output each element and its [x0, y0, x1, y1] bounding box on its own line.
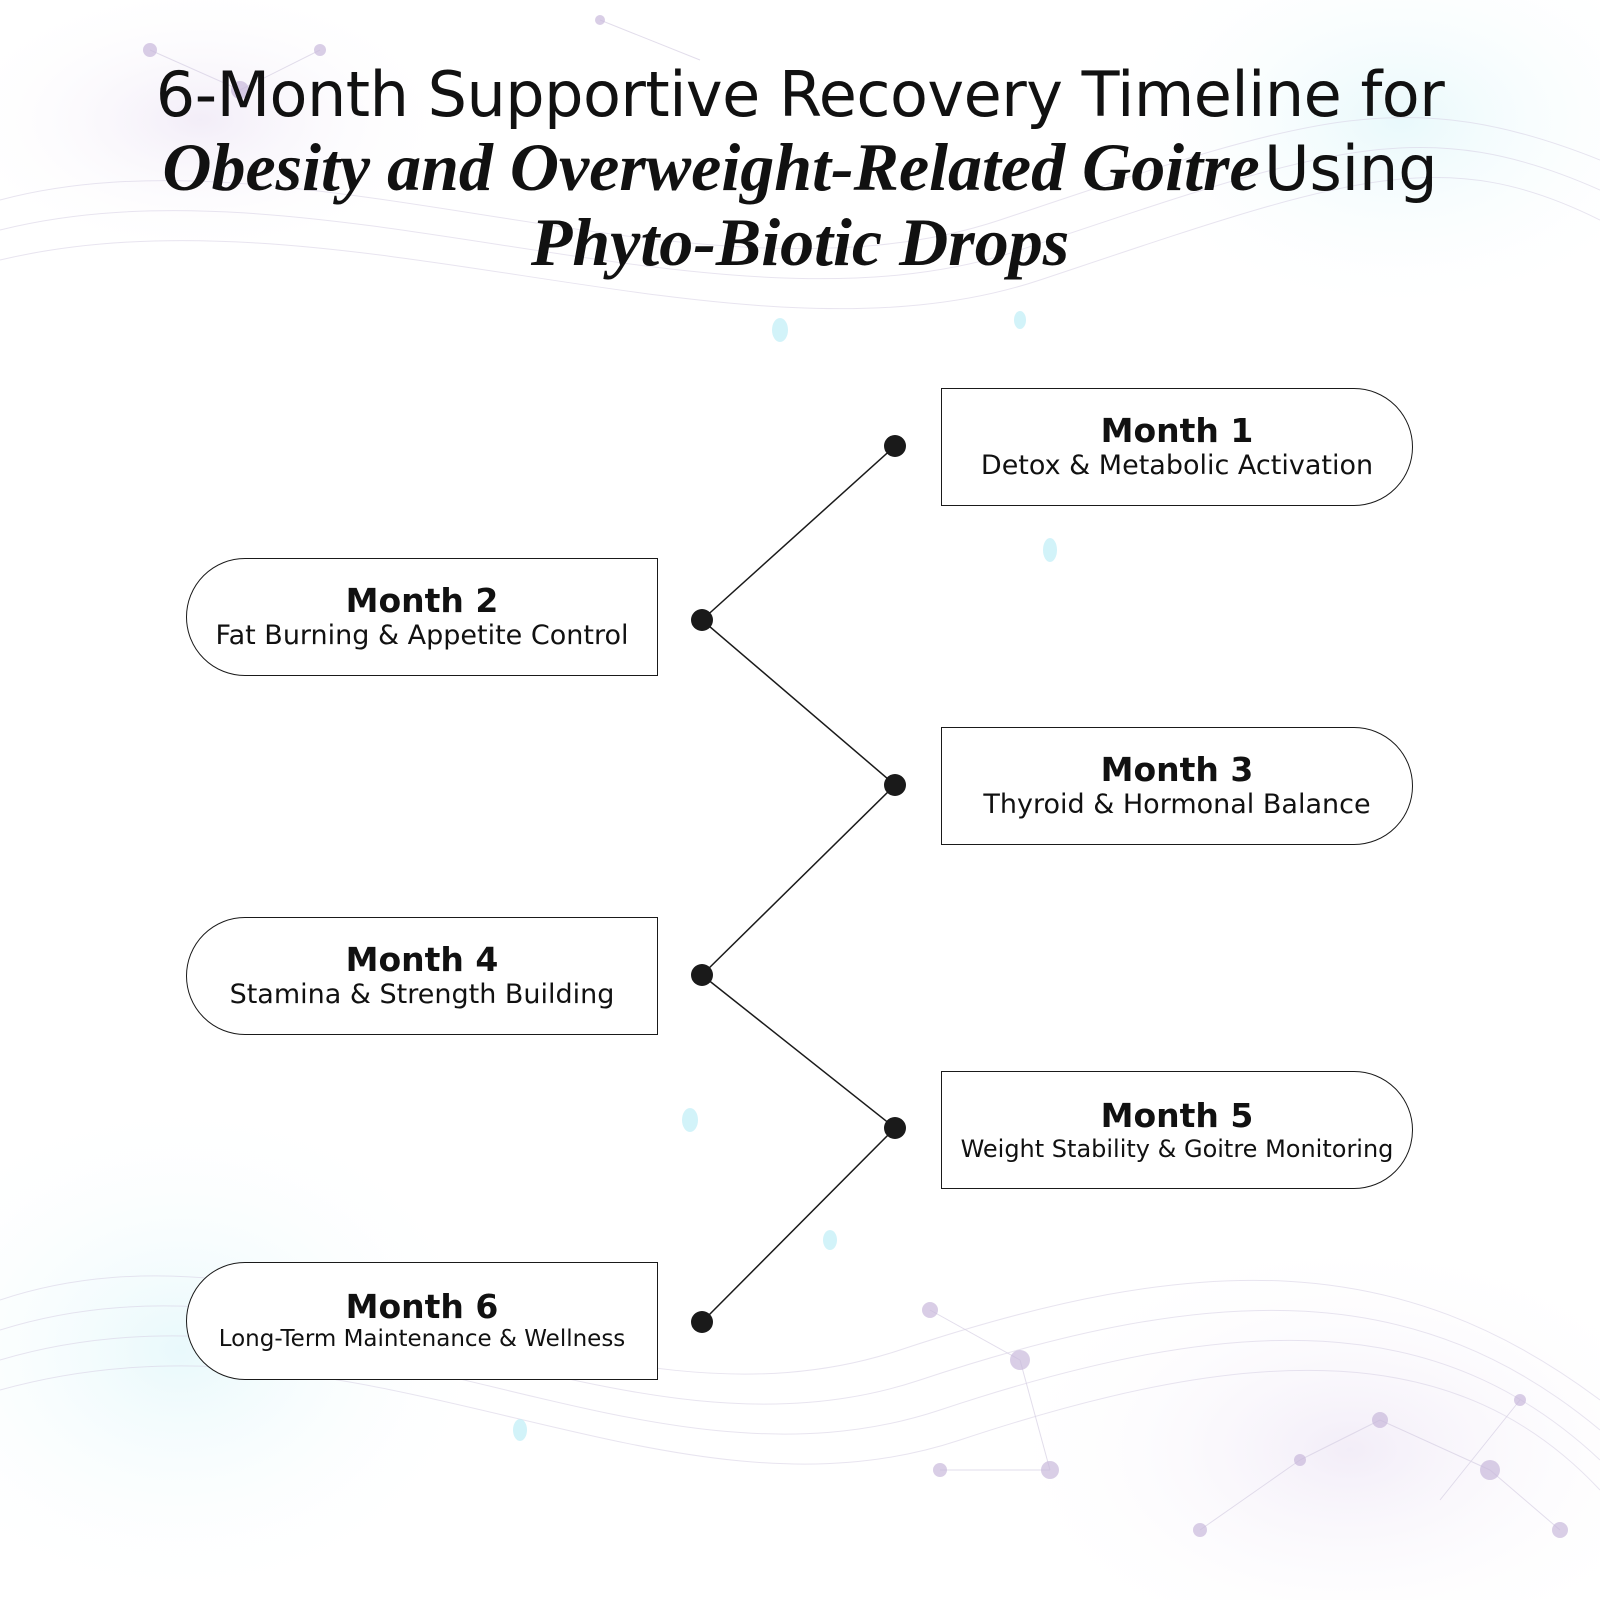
- month-description: Fat Burning & Appetite Control: [215, 619, 629, 651]
- title-connector: Using: [1264, 131, 1438, 205]
- month-description: Weight Stability & Goitre Monitoring: [960, 1134, 1394, 1163]
- month-description: Stamina & Strength Building: [229, 978, 615, 1010]
- connector-line-1-2: [701, 445, 896, 621]
- month-description: Thyroid & Hormonal Balance: [983, 788, 1371, 820]
- month-label: Month 3: [1100, 749, 1254, 789]
- title-product: Phyto-Biotic Drops: [530, 204, 1070, 281]
- title-line-2: Obesity and Overweight-Related Goitre Us…: [0, 128, 1600, 205]
- timeline-dot-month-5: [884, 1117, 906, 1139]
- timeline-dot-month-3: [884, 774, 906, 796]
- page-title: 6-Month Supportive Recovery Timeline for…: [0, 58, 1600, 281]
- month-label: Month 6: [345, 1287, 499, 1327]
- title-line-1: 6-Month Supportive Recovery Timeline for: [155, 58, 1445, 131]
- month-label: Month 4: [345, 939, 499, 979]
- timeline-box-month-4: Month 4 Stamina & Strength Building: [186, 917, 658, 1035]
- month-label: Month 5: [1100, 1095, 1254, 1135]
- month-description: Detox & Metabolic Activation: [980, 449, 1374, 481]
- timeline-dot-month-6: [691, 1311, 713, 1333]
- timeline-box-month-5: Month 5 Weight Stability & Goitre Monito…: [941, 1071, 1413, 1189]
- timeline-dot-month-2: [691, 609, 713, 631]
- timeline-dot-month-1: [884, 435, 906, 457]
- timeline-box-month-1: Month 1 Detox & Metabolic Activation: [941, 388, 1413, 506]
- connector-line-5-6: [701, 1127, 896, 1323]
- connector-line-4-5: [701, 974, 896, 1129]
- timeline-box-month-3: Month 3 Thyroid & Hormonal Balance: [941, 727, 1413, 845]
- timeline-box-month-2: Month 2 Fat Burning & Appetite Control: [186, 558, 658, 676]
- timeline-box-month-6: Month 6 Long-Term Maintenance & Wellness: [186, 1262, 658, 1380]
- connector-line-3-4: [701, 784, 896, 976]
- connector-line-2-3: [701, 619, 896, 786]
- month-description: Long-Term Maintenance & Wellness: [218, 1326, 626, 1353]
- month-label: Month 2: [345, 580, 499, 620]
- title-condition: Obesity and Overweight-Related Goitre: [162, 128, 1260, 205]
- month-label: Month 1: [1100, 410, 1254, 450]
- timeline-dot-month-4: [691, 964, 713, 986]
